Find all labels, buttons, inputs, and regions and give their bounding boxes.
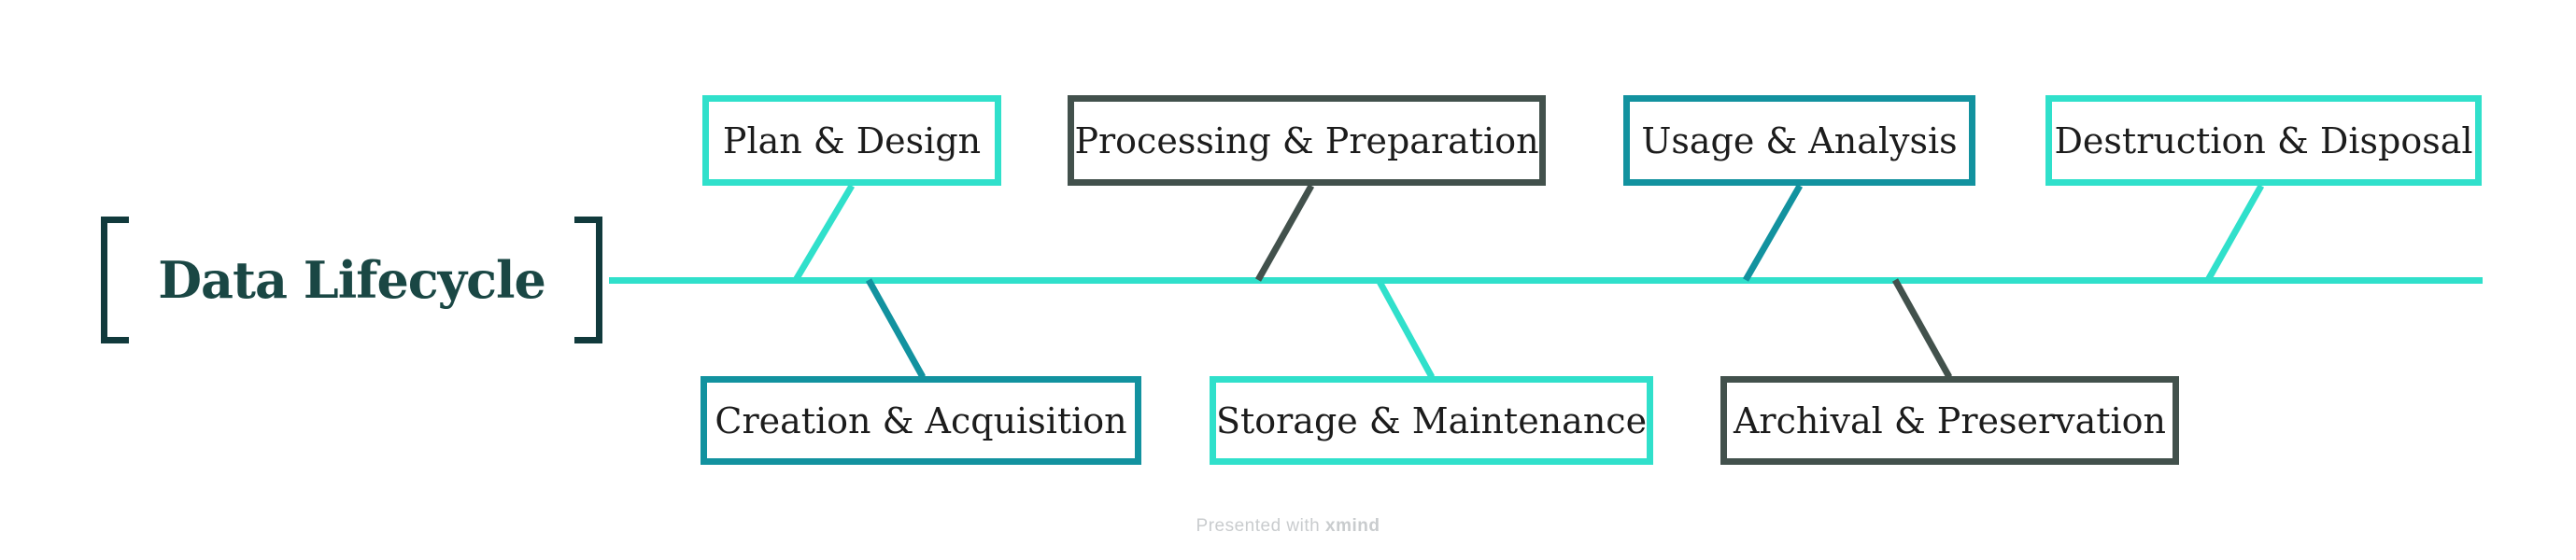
topic-box-archival-preservation[interactable]: Archival & Preservation — [1720, 376, 2179, 465]
topic-label: Destruction & Disposal — [2054, 119, 2473, 161]
connector-destruction-disposal — [2204, 184, 2265, 282]
topic-box-destruction-disposal[interactable]: Destruction & Disposal — [2045, 95, 2482, 186]
topic-label: Creation & Acquisition — [715, 399, 1127, 441]
topic-label: Archival & Preservation — [1733, 399, 2167, 441]
topic-label: Storage & Maintenance — [1215, 399, 1648, 441]
fishbone-spine — [609, 277, 2483, 284]
topic-box-plan-design[interactable]: Plan & Design — [702, 95, 1001, 186]
watermark-prefix: Presented with — [1196, 516, 1321, 536]
topic-box-processing-preparation[interactable]: Processing & Preparation — [1068, 95, 1546, 186]
topic-box-creation-acquisition[interactable]: Creation & Acquisition — [701, 376, 1141, 465]
watermark: Presented with xmind — [0, 516, 2576, 537]
topic-label: Plan & Design — [722, 119, 982, 161]
central-topic-label: Data Lifecycle — [158, 250, 546, 310]
topic-label: Usage & Analysis — [1641, 119, 1958, 161]
topic-box-usage-analysis[interactable]: Usage & Analysis — [1623, 95, 1975, 186]
connector-storage-maintenance — [1375, 278, 1436, 379]
title-bracket-right-icon — [574, 217, 602, 343]
watermark-brand: xmind — [1325, 516, 1380, 536]
topic-label: Processing & Preparation — [1074, 119, 1539, 161]
title-bracket-left-icon — [101, 217, 129, 343]
topic-box-storage-maintenance[interactable]: Storage & Maintenance — [1210, 376, 1653, 465]
connector-archival-preservation — [1891, 278, 1953, 379]
connector-processing-preparation — [1254, 184, 1315, 282]
connector-creation-acquisition — [865, 278, 927, 379]
connector-plan-design — [792, 184, 856, 282]
connector-usage-analysis — [1742, 184, 1804, 282]
central-topic[interactable]: Data Lifecycle — [101, 217, 602, 343]
